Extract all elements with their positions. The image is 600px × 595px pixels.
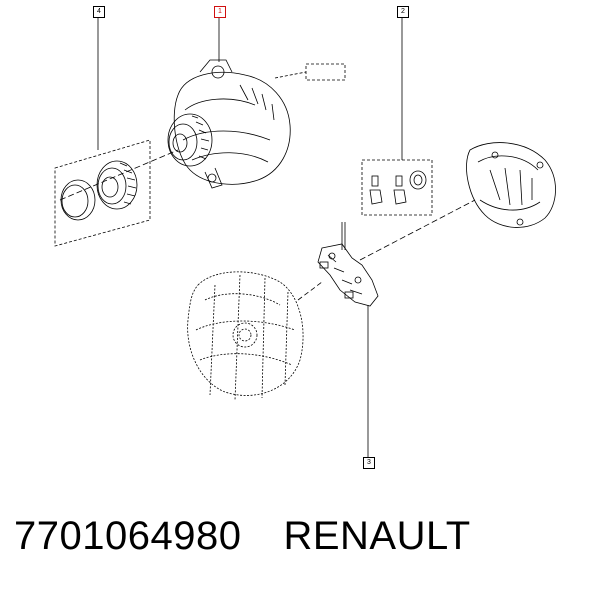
brand-name: RENAULT (283, 514, 471, 558)
leader-2 (361, 17, 433, 216)
leader-4 (54, 17, 151, 247)
regulator-drawing (317, 222, 379, 307)
callout-4[interactable]: 4 (93, 6, 105, 18)
rear-cover-drawing (466, 142, 556, 228)
brush-items-drawing (369, 170, 427, 205)
stator-drawing (187, 271, 304, 401)
callout-2[interactable]: 2 (397, 6, 409, 18)
reference-box (305, 63, 346, 81)
pulley-drawing (60, 160, 138, 221)
caption: 7701064980 RENAULT (14, 514, 471, 559)
callout-1[interactable]: 1 (214, 6, 226, 18)
part-number: 7701064980 (14, 514, 242, 558)
callout-3[interactable]: 3 (363, 457, 375, 469)
alternator-drawing (167, 59, 291, 189)
